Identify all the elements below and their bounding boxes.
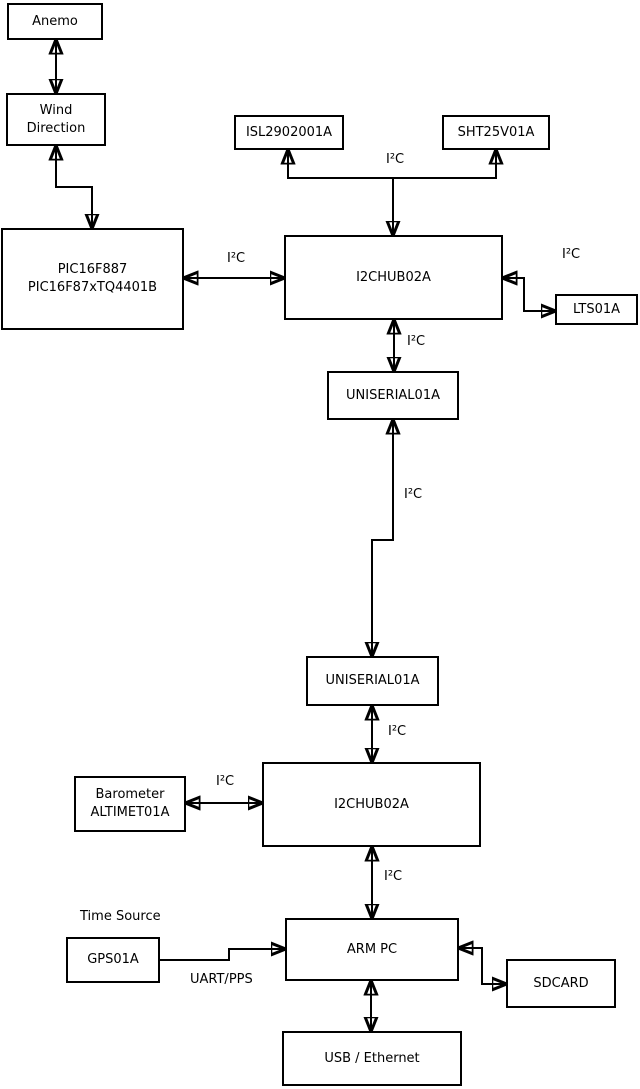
- node-uniserial01a-top: UNISERIAL01A: [327, 371, 459, 420]
- edge-label-i2c-barometer: I²C: [216, 774, 235, 789]
- node-usb-ethernet: USB / Ethernet: [282, 1031, 462, 1086]
- node-wind-direction: Wind Direction: [6, 93, 106, 146]
- edge-i2chub-top-lts: [503, 278, 555, 311]
- edge-winddirection-pic: [56, 146, 92, 228]
- edge-label-i2c-sensor-bus: I²C: [386, 152, 405, 167]
- edge-label-i2c-uniserial-hub2: I²C: [388, 724, 407, 739]
- node-arm-pc: ARM PC: [285, 918, 459, 981]
- node-pic16f887: PIC16F887 PIC16F87xTQ4401B: [1, 228, 184, 330]
- node-uniserial01a-bottom: UNISERIAL01A: [306, 656, 439, 706]
- edge-armpc-sdcard: [459, 948, 506, 984]
- edge-label-uart-pps: UART/PPS: [190, 972, 253, 987]
- edge-gps-armpc: [160, 949, 285, 961]
- edge-label-i2c-hub2-arm: I²C: [384, 869, 403, 884]
- edge-label-time-source: Time Source: [80, 909, 161, 924]
- edge-label-i2c-hub-lts: I²C: [562, 247, 581, 262]
- node-sdcard: SDCARD: [506, 959, 616, 1008]
- edge-label-i2c-uniserial-link: I²C: [404, 487, 423, 502]
- node-isl2902001a: ISL2902001A: [234, 115, 344, 150]
- node-barometer-altimet01a: Barometer ALTIMET01A: [74, 776, 186, 832]
- node-i2chub02a-top: I2CHUB02A: [284, 235, 503, 320]
- node-i2chub02a-bottom: I2CHUB02A: [262, 762, 481, 847]
- edge-label-i2c-pic-hub: I²C: [227, 251, 246, 266]
- node-gps01a: GPS01A: [66, 937, 160, 983]
- node-lts01a: LTS01A: [555, 294, 638, 325]
- node-sht25v01a: SHT25V01A: [442, 115, 550, 150]
- edge-label-i2c-hub-uniserial: I²C: [407, 334, 426, 349]
- node-anemo: Anemo: [7, 3, 103, 40]
- edge-uniserial-link: [372, 420, 393, 656]
